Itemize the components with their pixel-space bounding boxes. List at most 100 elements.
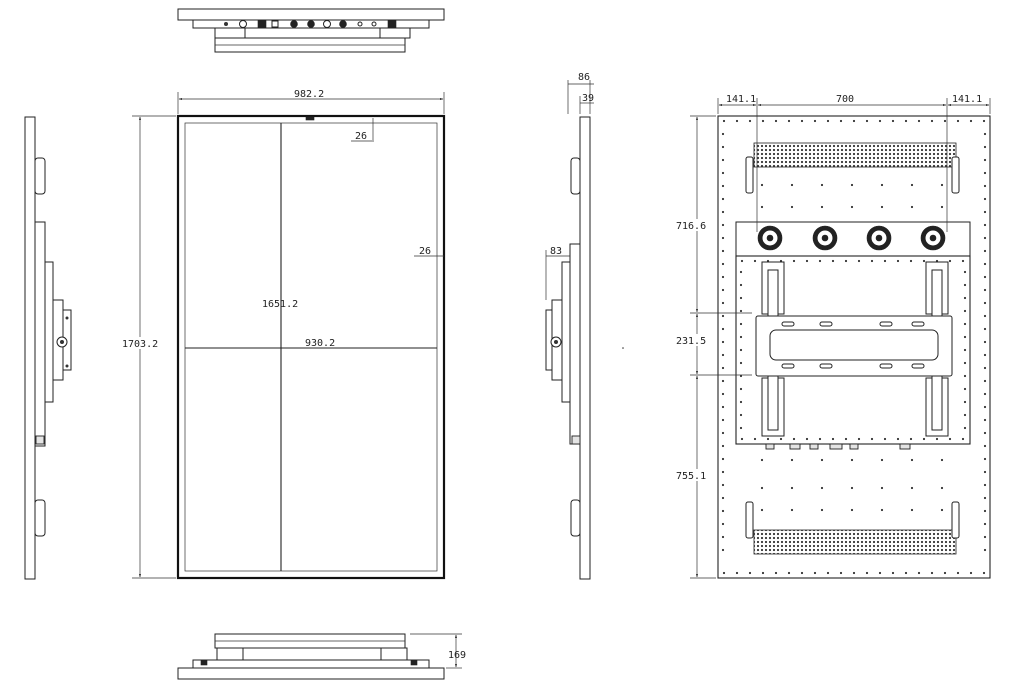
screw-dot <box>904 119 908 123</box>
screw-dot <box>844 437 848 441</box>
screw-dot <box>983 249 987 253</box>
screw-dot <box>983 327 987 331</box>
screw-dot <box>721 236 725 240</box>
screw-dot <box>805 259 809 263</box>
screw-dot <box>721 379 725 383</box>
screw-dot <box>891 571 895 575</box>
screw-dot <box>748 119 752 123</box>
screw-dot <box>790 508 794 512</box>
screw-dot <box>761 571 765 575</box>
screw-dot <box>721 483 725 487</box>
screw-dot <box>904 571 908 575</box>
screw-dot <box>721 340 725 344</box>
screw-dot <box>983 366 987 370</box>
screw-dot <box>963 413 967 417</box>
screw-dot <box>850 205 854 209</box>
screw-dot <box>963 426 967 430</box>
screw-dot <box>969 571 973 575</box>
mount-slot <box>781 363 795 369</box>
screw-dot <box>790 205 794 209</box>
screw-dot <box>792 437 796 441</box>
mount-slot <box>879 363 893 369</box>
screw-dot <box>721 275 725 279</box>
dim-rear-horizontal: 141.1 700 141.1 <box>717 94 991 232</box>
mount-slot <box>819 363 833 369</box>
screw-dot <box>800 119 804 123</box>
screw-dot <box>722 571 726 575</box>
screw-dot <box>940 458 944 462</box>
screw-dot <box>739 400 743 404</box>
screw-dot <box>820 486 824 490</box>
screw-dot <box>983 444 987 448</box>
dim-total-width: 982.2 <box>177 89 445 114</box>
screw-dot <box>721 496 725 500</box>
screw-dot <box>983 496 987 500</box>
mount-slot <box>879 321 893 327</box>
screw-dot <box>774 119 778 123</box>
dim-rear-bottom-label: 755.1 <box>676 471 706 482</box>
screw-dot <box>880 508 884 512</box>
screw-dot <box>963 309 967 313</box>
screw-dot <box>740 259 744 263</box>
screw-dot <box>721 535 725 539</box>
screw-dot <box>948 259 952 263</box>
screw-dot <box>935 437 939 441</box>
screw-dot <box>922 437 926 441</box>
screw-dot <box>826 571 830 575</box>
screw-dot <box>983 535 987 539</box>
screw-dot <box>844 259 848 263</box>
dim-rear-vertical: 716.6 231.5 755.1 <box>674 115 752 579</box>
screw-dot <box>739 296 743 300</box>
screw-dot <box>983 197 987 201</box>
screw-dot <box>983 431 987 435</box>
screw-dot <box>721 210 725 214</box>
screw-dot <box>983 171 987 175</box>
screw-dot <box>787 119 791 123</box>
screw-dot <box>852 119 856 123</box>
screw-dot <box>820 508 824 512</box>
screw-dot <box>983 184 987 188</box>
dim-depth-label: 86 <box>578 72 590 83</box>
screw-dot <box>983 548 987 552</box>
screw-dot <box>722 119 726 123</box>
screw-dot <box>956 119 960 123</box>
screw-dot <box>766 437 770 441</box>
dim-glass-depth: 39 <box>579 93 594 114</box>
screw-dot <box>760 183 764 187</box>
screw-dot <box>813 571 817 575</box>
screw-dot <box>940 486 944 490</box>
dim-rear-left-label: 141.1 <box>726 94 756 105</box>
screw-dot <box>739 270 743 274</box>
screw-dot <box>739 322 743 326</box>
screw-dot <box>983 158 987 162</box>
dim-bottom-depth-label: 169 <box>448 650 466 661</box>
screw-dot <box>748 571 752 575</box>
screw-dot <box>721 392 725 396</box>
screw-dot <box>883 259 887 263</box>
screw-dot <box>865 571 869 575</box>
screw-dot <box>721 431 725 435</box>
screw-dot <box>983 418 987 422</box>
dim-bottom-depth: 169 <box>410 633 466 669</box>
screw-dot <box>721 262 725 266</box>
screw-dot <box>983 301 987 305</box>
screw-dot <box>910 508 914 512</box>
screw-dot <box>721 223 725 227</box>
screw-dot <box>790 458 794 462</box>
screw-dot <box>850 458 854 462</box>
screw-dot <box>983 392 987 396</box>
front-view <box>176 114 446 580</box>
screw-dot <box>880 486 884 490</box>
screw-dot <box>787 571 791 575</box>
screw-dot <box>948 437 952 441</box>
screw-dot <box>739 374 743 378</box>
screw-dot <box>983 340 987 344</box>
screw-dot <box>963 400 967 404</box>
screw-dot <box>826 119 830 123</box>
screw-dot <box>963 270 967 274</box>
dim-total-height-label: 1703.2 <box>122 339 158 350</box>
screw-dot <box>983 288 987 292</box>
mount-slot <box>911 363 925 369</box>
screw-dot <box>721 327 725 331</box>
